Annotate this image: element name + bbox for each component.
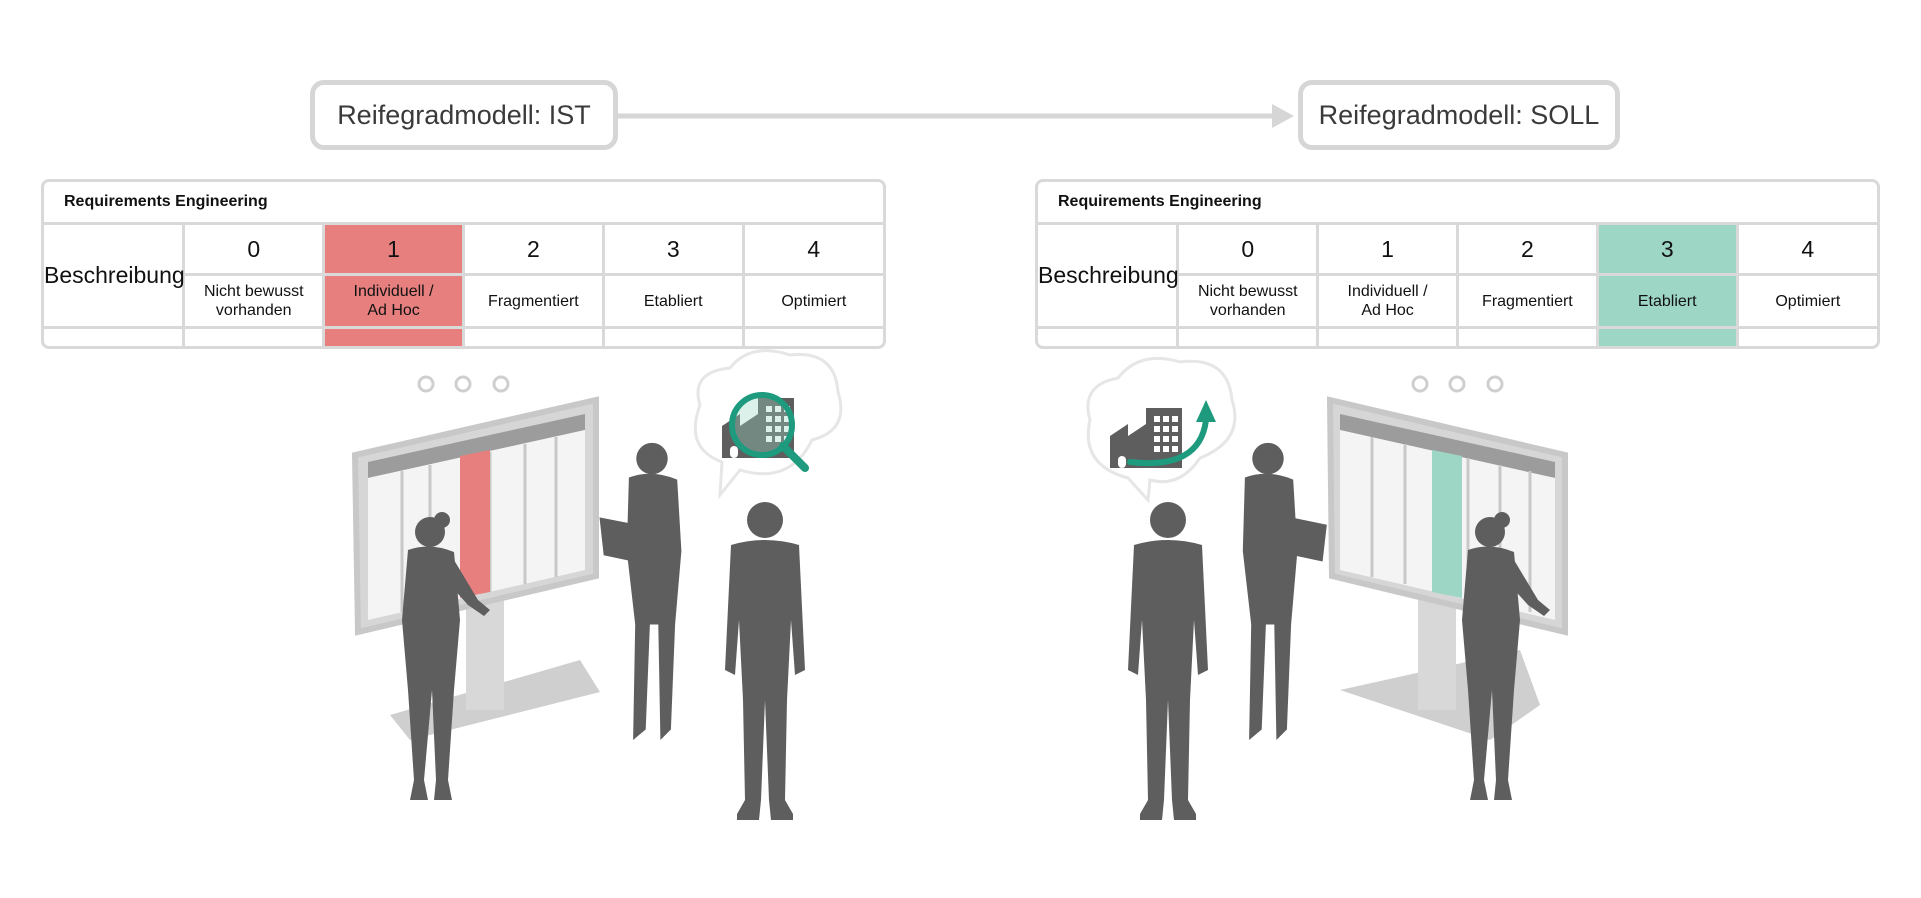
level-number-3-highlighted: 3 xyxy=(1595,222,1739,276)
matrix-title: Requirements Engineering xyxy=(1038,182,1877,225)
level-name-3: Etabliert xyxy=(601,273,745,329)
empty-cell xyxy=(461,326,605,346)
level-name-1-highlighted: Individuell /Ad Hoc xyxy=(322,273,465,329)
empty-cell-highlighted xyxy=(1595,326,1739,346)
empty-cell xyxy=(1735,326,1877,346)
woman-silhouette-with-tablet xyxy=(1242,442,1327,740)
empty-cell xyxy=(601,326,745,346)
level-number-1: 1 xyxy=(1316,222,1459,276)
screen-stand-ist xyxy=(351,396,600,740)
thought-bubble-soll xyxy=(1086,356,1237,504)
thought-dots-icon-ist xyxy=(417,375,510,393)
level-number-2: 2 xyxy=(1455,222,1599,276)
row-label-description: Beschreibung xyxy=(44,222,186,329)
maturity-matrix-ist: Requirements Engineering Beschreibung 0 … xyxy=(41,179,886,349)
level-name-2: Fragmentiert xyxy=(461,273,605,329)
empty-cell xyxy=(1176,326,1320,346)
level-number-4: 4 xyxy=(741,222,883,276)
level-name-2: Fragmentiert xyxy=(1455,273,1599,329)
model-soll-label: Reifegradmodell: SOLL xyxy=(1318,99,1600,130)
thought-dots-icon-soll xyxy=(1411,375,1504,393)
man-silhouette xyxy=(1128,502,1208,820)
level-number-4: 4 xyxy=(1735,222,1877,276)
maturity-matrix-soll: Requirements Engineering Beschreibung 0 … xyxy=(1035,179,1880,349)
woman-silhouette-with-tablet xyxy=(599,442,682,740)
woman-silhouette xyxy=(1462,512,1550,800)
flow-arrow-head xyxy=(1272,104,1294,128)
empty-cell xyxy=(1316,326,1459,346)
factory-icon xyxy=(1110,408,1182,468)
matrix-title: Requirements Engineering xyxy=(44,182,883,225)
model-ist-box: Reifegradmodell: IST xyxy=(310,80,618,150)
model-soll-box: Reifegradmodell: SOLL xyxy=(1298,80,1620,150)
empty-cell xyxy=(741,326,883,346)
empty-cell xyxy=(1455,326,1599,346)
magnifier-search-icon xyxy=(729,392,809,472)
row-label-description: Beschreibung xyxy=(1038,222,1180,329)
empty-cell xyxy=(182,326,326,346)
empty-cell xyxy=(44,326,186,346)
empty-cell xyxy=(1038,326,1180,346)
level-number-2: 2 xyxy=(461,222,605,276)
factory-growth-icon xyxy=(1127,400,1216,466)
factory-icon xyxy=(722,398,794,458)
level-name-3-highlighted: Etabliert xyxy=(1595,273,1739,329)
empty-cell-highlighted xyxy=(322,326,465,346)
level-number-0: 0 xyxy=(1176,222,1320,276)
man-silhouette xyxy=(725,502,805,820)
level-name-4: Optimiert xyxy=(741,273,883,329)
level-name-1: Individuell /Ad Hoc xyxy=(1316,273,1459,329)
woman-silhouette xyxy=(402,512,490,800)
model-ist-label: Reifegradmodell: IST xyxy=(337,99,591,130)
level-number-0: 0 xyxy=(182,222,326,276)
level-number-3: 3 xyxy=(601,222,745,276)
thought-bubble-ist xyxy=(693,349,843,500)
screen-stand-soll xyxy=(1326,396,1568,740)
level-number-1-highlighted: 1 xyxy=(322,222,465,276)
level-name-4: Optimiert xyxy=(1735,273,1877,329)
